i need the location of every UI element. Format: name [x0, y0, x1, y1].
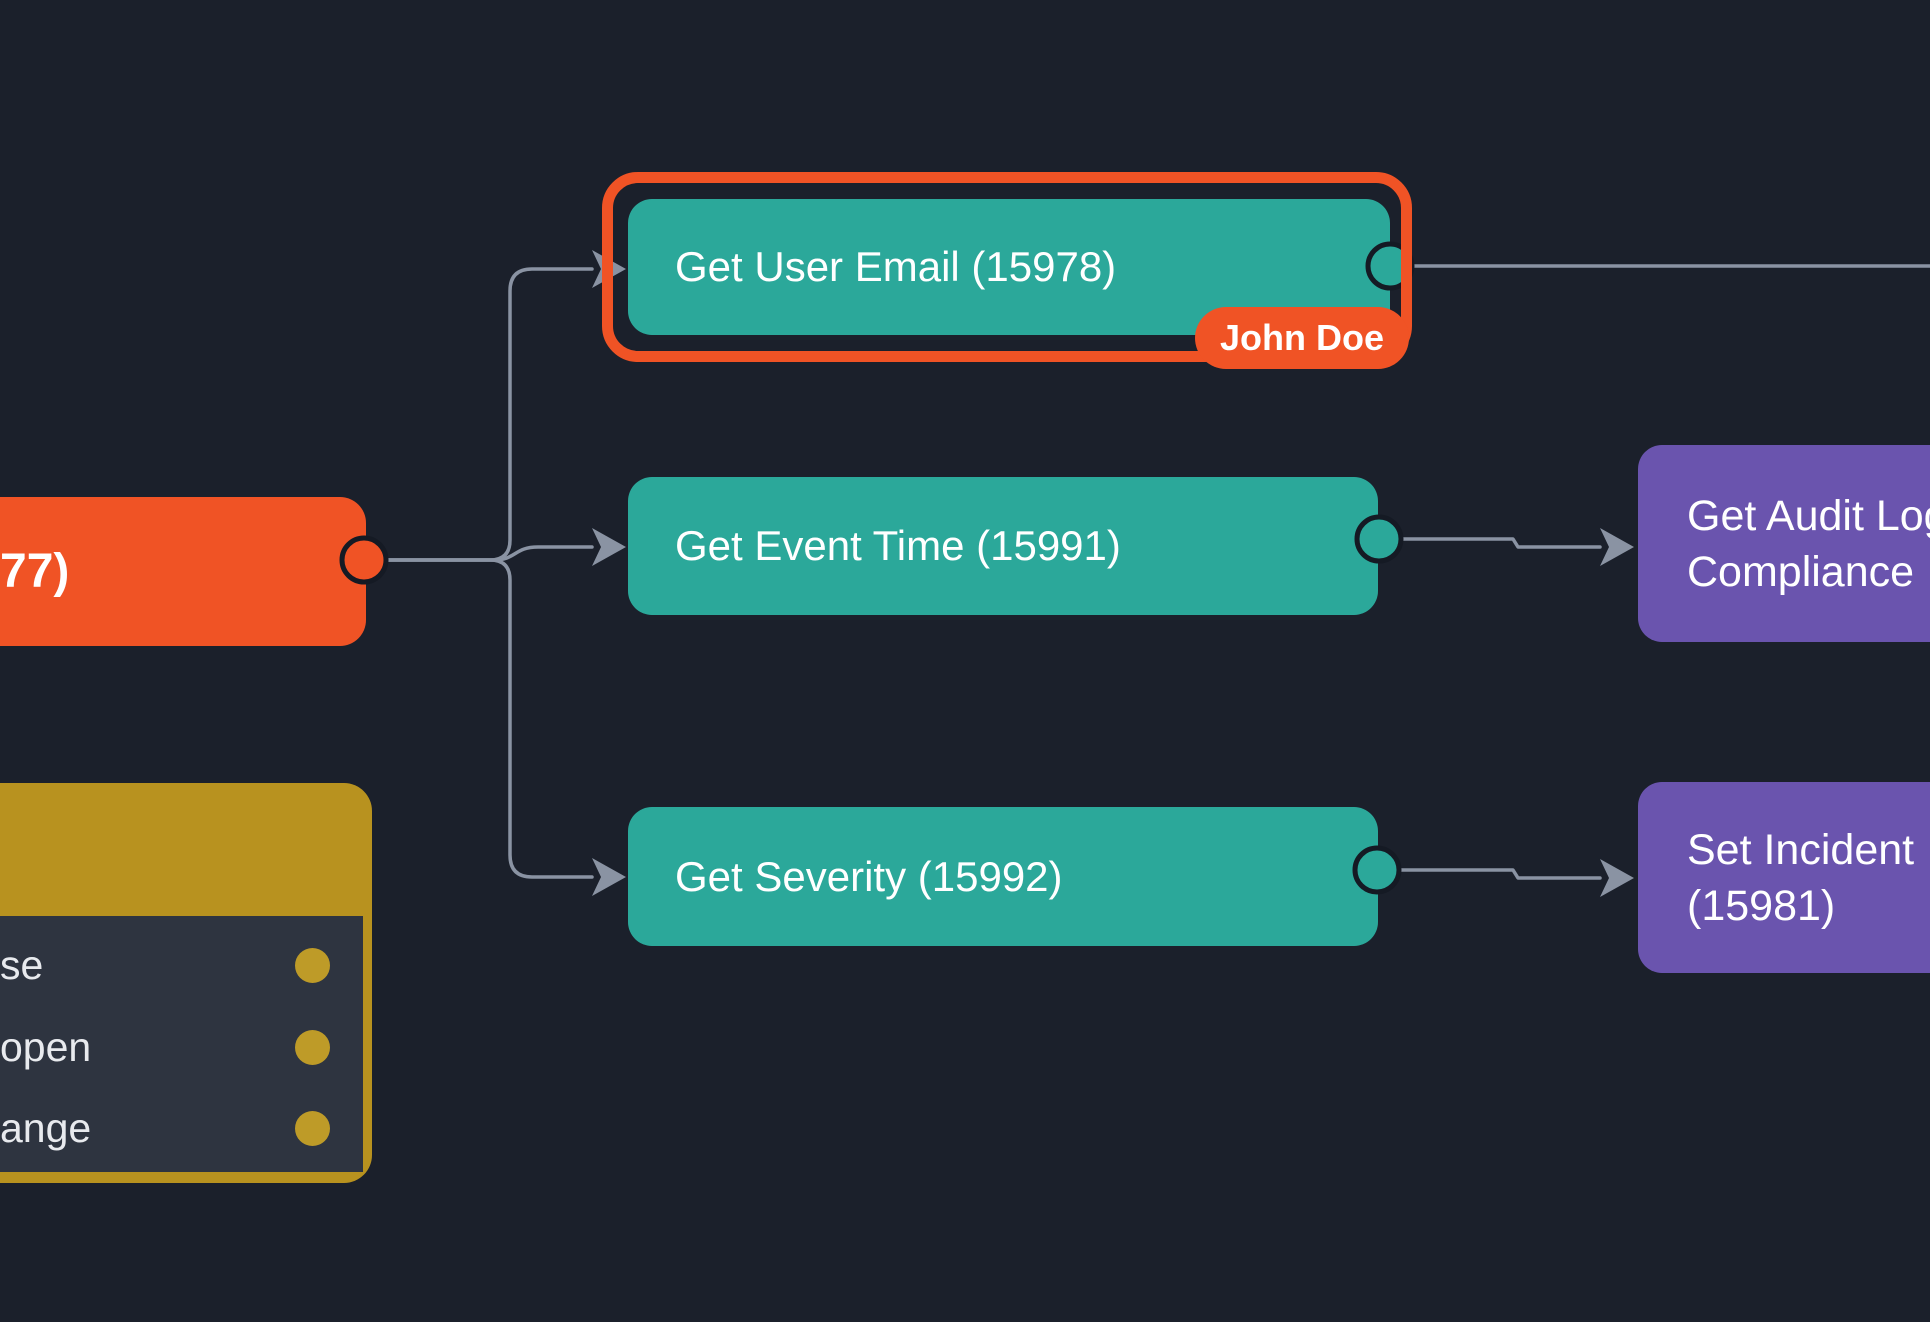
trigger-option-label: open: [0, 1023, 92, 1070]
node-get-audit-label-line1: Get Audit Log: [1687, 491, 1930, 540]
assignee-badge: John Doe: [1195, 307, 1409, 369]
port-get-event-time-output[interactable]: [1354, 514, 1404, 564]
node-get-severity[interactable]: Get Severity (15992): [628, 807, 1378, 946]
node-set-incident-label-line1: Set Incident: [1687, 825, 1915, 874]
node-set-incident[interactable]: Set Incident (15981): [1638, 782, 1930, 973]
trigger-option-row[interactable]: se: [0, 941, 363, 988]
assignee-badge-label: John Doe: [1219, 317, 1384, 358]
trigger-option-port[interactable]: [295, 1029, 330, 1065]
node-get-event-time-label: Get Event Time (15991): [675, 522, 1121, 569]
wire-event-to-audit: [1399, 537, 1602, 549]
node-set-incident-label-line2: (15981): [1687, 881, 1836, 930]
node-get-user-email-label: Get User Email (15978): [675, 243, 1117, 290]
trigger-option-port[interactable]: [295, 1110, 330, 1146]
node-get-severity-label: Get Severity (15992): [675, 852, 1063, 900]
port-get-user-email-output[interactable]: [1365, 241, 1415, 291]
node-get-audit-label-line2: Compliance: [1687, 547, 1915, 596]
node-get-user-email[interactable]: Get User Email (15978): [628, 199, 1390, 335]
arrowhead-into-severity: [592, 858, 626, 896]
trigger-options-body: se open ange: [0, 916, 363, 1172]
node-get-event-time[interactable]: Get Event Time (15991): [628, 477, 1378, 615]
arrowhead-into-incident: [1600, 859, 1634, 897]
trigger-option-port[interactable]: [295, 947, 330, 983]
node-get-audit-log-compliance[interactable]: Get Audit Log Compliance: [1638, 445, 1930, 642]
node-upstream-label: 77): [0, 545, 70, 598]
node-trigger-options[interactable]: se open ange: [0, 783, 372, 1183]
trigger-option-row[interactable]: ange: [0, 1104, 363, 1151]
trigger-option-row[interactable]: open: [0, 1023, 363, 1070]
wire-upstream-to-severity: [362, 558, 594, 879]
node-upstream-orange[interactable]: 77): [0, 497, 366, 646]
trigger-option-label: se: [0, 941, 44, 988]
port-get-severity-output[interactable]: [1352, 845, 1402, 895]
trigger-option-label: ange: [0, 1104, 92, 1151]
port-upstream-output[interactable]: [339, 535, 389, 585]
arrowhead-into-audit: [1600, 528, 1634, 566]
arrowhead-into-event: [592, 528, 626, 566]
wire-severity-to-incident: [1397, 868, 1602, 880]
